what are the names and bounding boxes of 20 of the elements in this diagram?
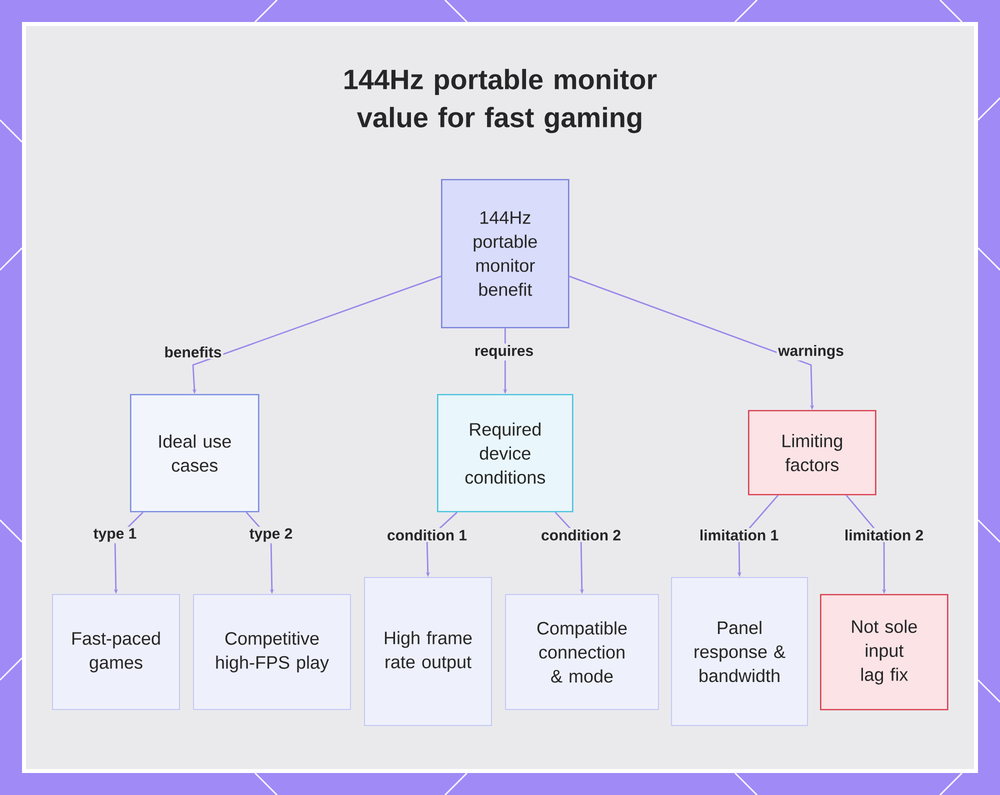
edge-label: limitation 1 [698, 528, 780, 542]
edge-label: limitation 2 [842, 528, 926, 542]
edge-label: warnings [776, 343, 846, 361]
warning-box: Limiting factors [748, 410, 876, 496]
leaf-box: Compatible connection & mode [505, 594, 659, 710]
leaf-box: Panel response & bandwidth [671, 577, 808, 726]
title: 144Hz portable monitor value for fast gaming [344, 68, 657, 134]
root-box: 144Hz portable monitor benefit [441, 179, 570, 328]
category-box: Required device conditions [437, 394, 574, 512]
edge-label: requires [472, 344, 536, 360]
edge-label: benefits [162, 345, 224, 360]
leaf-box: Fast-paced games [52, 594, 180, 710]
category-box: Ideal use cases [130, 394, 260, 512]
edge-label: condition 2 [540, 528, 622, 542]
warning-box: Not sole input lag fix [820, 594, 948, 710]
edge-label: type 1 [92, 526, 138, 544]
edge-label: condition 1 [386, 528, 468, 542]
leaf-box: High frame rate output [364, 577, 492, 726]
edge-label: type 2 [248, 526, 294, 544]
leaf-box: Competitive high-FPS play [193, 594, 351, 710]
